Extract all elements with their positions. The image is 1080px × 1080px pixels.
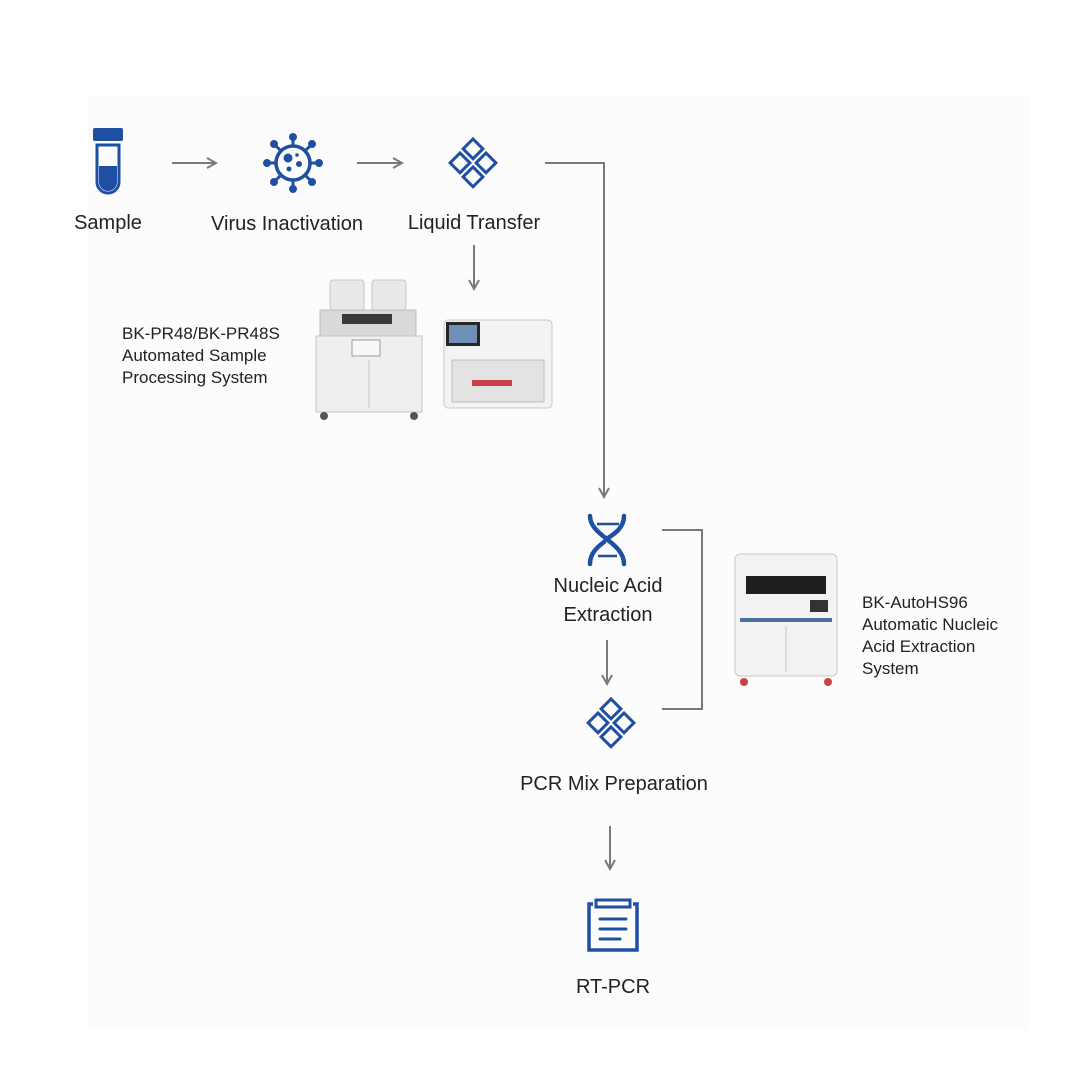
virus-icon	[263, 133, 323, 193]
device-label-processing-system: BK-PR48/BK-PR48S Automated Sample Proces…	[122, 324, 280, 387]
diamond-grid-icon	[585, 696, 637, 749]
step-label-sample: Sample	[74, 212, 142, 234]
bracket-extraction-system	[662, 529, 703, 710]
sample-processing-system-image	[315, 279, 553, 420]
step-label-virus-inactivation: Virus Inactivation	[211, 213, 363, 235]
step-label-liquid-transfer: Liquid Transfer	[407, 212, 541, 234]
test-tube-icon	[93, 128, 123, 195]
step-label-nucleic-acid-extraction: Nucleic Acid Extraction	[553, 575, 663, 626]
diagram-background	[88, 95, 1030, 1030]
arrow-transfer-to-extraction	[545, 162, 604, 497]
step-label-rt-pcr: RT-PCR	[575, 976, 651, 998]
dna-icon	[587, 513, 627, 567]
device-label-extraction-system: BK-AutoHS96 Automatic Nucleic Acid Extra…	[862, 593, 999, 678]
clipboard-icon	[587, 898, 639, 952]
nucleic-acid-extraction-system-image	[734, 553, 838, 686]
step-label-pcr-mix-preparation: PCR Mix Preparation	[520, 773, 708, 795]
diamond-grid-icon	[447, 136, 499, 189]
